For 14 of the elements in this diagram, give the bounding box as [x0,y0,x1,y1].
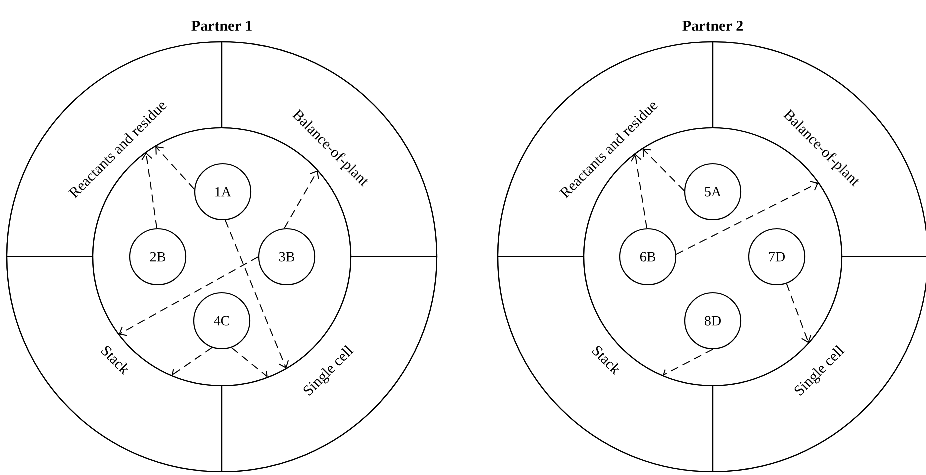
arrow [156,146,196,190]
arrow [225,220,290,369]
arrow [172,347,213,376]
arrow [662,349,714,376]
arrow [676,181,819,255]
heading: Partner 1 [192,20,252,32]
arrow [142,152,158,229]
arrow [630,154,648,229]
arrow [786,283,812,344]
heading: Partner 2 [682,20,743,32]
arrow [284,170,320,230]
arrow [642,148,685,192]
arrow [118,256,259,336]
arrow [231,347,268,378]
